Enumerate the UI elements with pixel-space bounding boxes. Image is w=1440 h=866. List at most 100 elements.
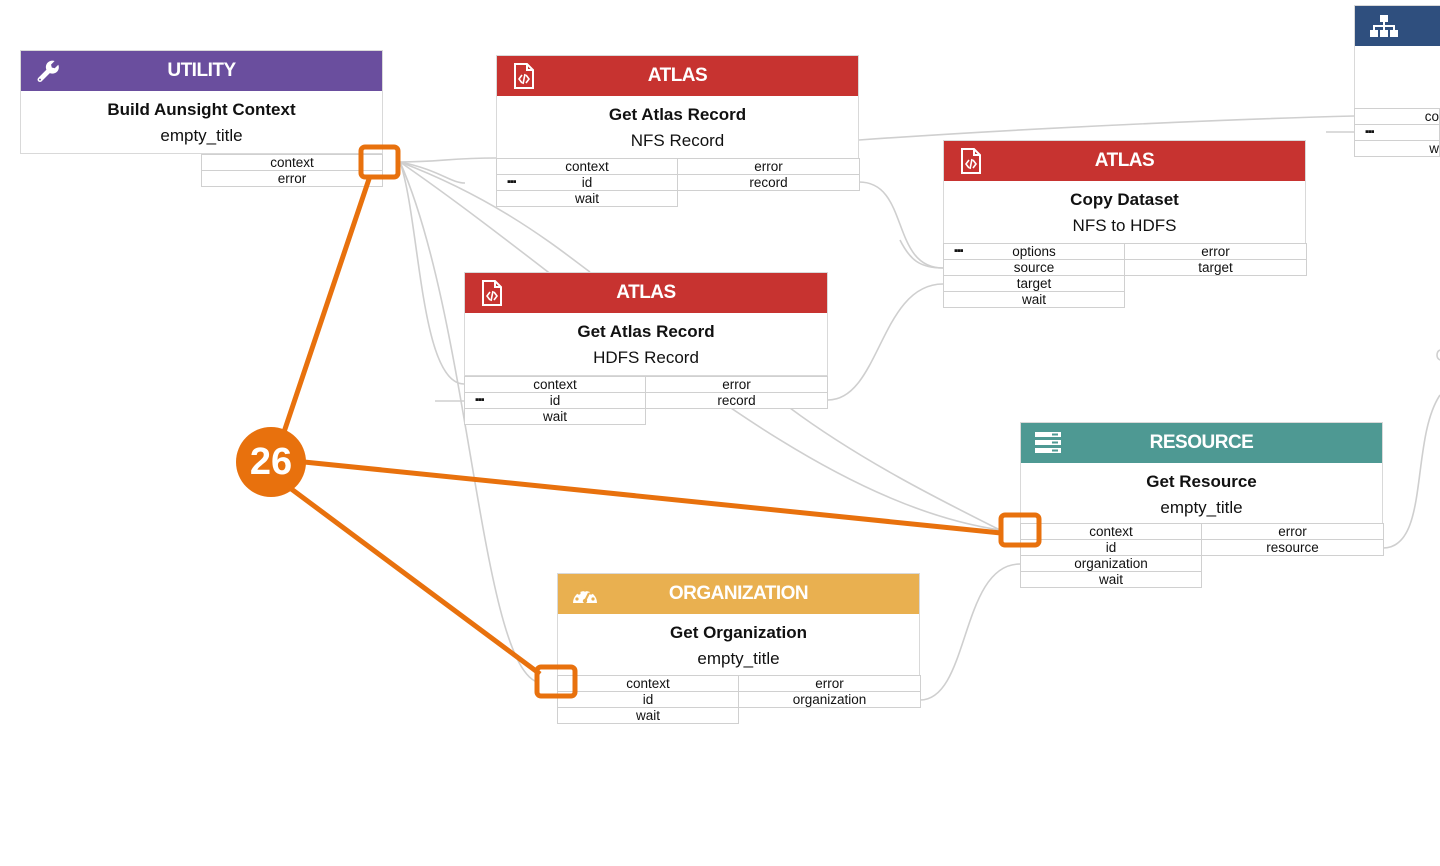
output-port-resource[interactable]: resource <box>1202 540 1384 556</box>
server-icon <box>1033 429 1063 457</box>
sitemap-icon <box>1369 12 1399 40</box>
wire-context-to-atlas-nfs-id <box>399 161 466 184</box>
wire-hdfs-record-to-copy-target <box>827 283 944 401</box>
node-header: RESOURCE <box>1021 423 1382 463</box>
node-atlas-hdfs-record[interactable]: ATLAS Get Atlas Record HDFS Record <box>464 272 828 376</box>
output-port-record[interactable]: record <box>646 393 828 409</box>
node-body: Get Atlas Record HDFS Record <box>465 313 827 377</box>
node-body: Get Resource empty_title <box>1021 463 1382 527</box>
input-port-id[interactable]: ▪▪▪id <box>496 175 677 191</box>
more-options-icon[interactable]: ▪▪▪ <box>954 245 964 257</box>
code-document-icon <box>956 147 986 175</box>
input-ports: context ▪▪▪id wait <box>496 158 678 207</box>
node-title: Get Organization <box>670 623 807 642</box>
input-port-partial-w[interactable]: w <box>1354 141 1440 157</box>
input-port-wait[interactable]: wait <box>496 191 677 207</box>
output-port-error[interactable]: error <box>678 158 860 175</box>
node-header <box>1355 6 1440 46</box>
input-port-id[interactable]: id <box>557 692 738 708</box>
node-category: ATLAS <box>1094 150 1155 171</box>
node-resource[interactable]: RESOURCE Get Resource empty_title <box>1020 422 1383 526</box>
input-port-id[interactable]: id <box>1020 540 1201 556</box>
wrench-icon <box>33 57 63 85</box>
input-port-source[interactable]: source <box>943 260 1124 276</box>
output-port-context[interactable]: context <box>201 154 383 171</box>
output-port-target[interactable]: target <box>1125 260 1307 276</box>
output-ports: context error <box>201 154 383 187</box>
wire-context-to-atlas-hdfs-context <box>399 161 465 385</box>
node-header: UTILITY <box>21 51 382 91</box>
input-port-options[interactable]: ▪▪▪ options <box>943 243 1124 260</box>
input-port-wait[interactable]: wait <box>943 292 1124 308</box>
input-port-wait[interactable]: wait <box>557 708 738 724</box>
wire-atlas-hdfs-to-resource <box>789 407 1001 531</box>
port-label: id <box>549 393 561 408</box>
node-utility[interactable]: UTILITY Build Aunsight Context empty_tit… <box>20 50 383 154</box>
node-category: ATLAS <box>616 282 676 303</box>
node-organization[interactable]: ORGANIZATION Get Organization empty_titl… <box>557 573 920 677</box>
input-ports: co ▪▪▪ w <box>1354 108 1440 157</box>
wire-org-to-resource <box>919 563 1021 701</box>
input-ports: context id organization wait <box>1020 523 1202 588</box>
output-port-error[interactable]: error <box>1202 523 1384 540</box>
wire-nfs-to-partial <box>858 115 1355 141</box>
callout-number-badge: 26 <box>236 427 306 497</box>
dashboard-gauge-icon <box>570 580 600 608</box>
input-ports: context id wait <box>557 675 739 724</box>
output-port-error[interactable]: error <box>201 171 383 187</box>
input-port-context[interactable]: context <box>1020 523 1201 540</box>
ports-utility: context error <box>201 154 383 187</box>
input-port-wait[interactable]: wait <box>464 409 645 425</box>
node-partial-right[interactable] <box>1354 5 1440 109</box>
node-category: UTILITY <box>167 60 236 81</box>
node-atlas-nfs-record[interactable]: ATLAS Get Atlas Record NFS Record <box>496 55 859 159</box>
node-subtitle: empty_title <box>1160 498 1243 517</box>
port-label: options <box>1012 244 1056 259</box>
input-ports: ▪▪▪ options source target wait <box>943 243 1125 308</box>
output-ports: error organization <box>739 675 921 708</box>
output-ports: error resource <box>1202 523 1384 556</box>
node-category: ORGANIZATION <box>668 583 809 604</box>
input-port-id[interactable]: ▪▪▪ id <box>464 393 645 409</box>
input-port-organization[interactable]: organization <box>1020 556 1201 572</box>
output-port-organization[interactable]: organization <box>739 692 921 708</box>
output-port-error[interactable]: error <box>646 376 828 393</box>
wire-resource-to-right <box>1382 394 1440 549</box>
more-options-icon[interactable]: ▪▪▪ <box>507 176 517 188</box>
node-header: ORGANIZATION <box>558 574 919 614</box>
ports-atlas-hdfs: context ▪▪▪ id wait error record <box>464 376 828 425</box>
input-port-context[interactable]: context <box>557 675 738 692</box>
output-port-error[interactable]: error <box>739 675 921 692</box>
node-title: Get Resource <box>1146 472 1257 491</box>
node-title: Build Aunsight Context <box>107 100 296 119</box>
node-subtitle: empty_title <box>697 649 780 668</box>
ports-organization: context id wait error organization <box>557 675 921 724</box>
node-category: ATLAS <box>647 65 708 86</box>
input-port-partial[interactable]: co <box>1354 108 1440 125</box>
input-port-target[interactable]: target <box>943 276 1124 292</box>
input-port-wait[interactable]: wait <box>1020 572 1201 588</box>
input-port-context[interactable]: context <box>496 158 677 175</box>
ports-resource: context id organization wait error resou… <box>1020 523 1384 588</box>
node-subtitle: NFS to HDFS <box>1072 216 1177 235</box>
wire-nfs-record-to-copy-source <box>858 181 944 269</box>
output-port-record[interactable]: record <box>678 175 860 191</box>
more-options-icon[interactable]: ▪▪▪ <box>475 394 485 406</box>
input-port-partial-dots[interactable]: ▪▪▪ <box>1354 125 1440 141</box>
node-subtitle: NFS Record <box>630 131 725 150</box>
node-subtitle: empty_title <box>160 126 243 145</box>
code-document-icon <box>509 62 539 90</box>
wire-nfs-error-to-copy <box>899 239 944 269</box>
node-title: Get Atlas Record <box>608 105 747 124</box>
output-port-error[interactable]: error <box>1125 243 1307 260</box>
code-document-icon <box>477 279 507 307</box>
node-body: Get Organization empty_title <box>558 614 919 678</box>
more-options-icon[interactable]: ▪▪▪ <box>1365 126 1375 138</box>
wire-right-edge-fragment <box>1436 349 1440 361</box>
node-body: Build Aunsight Context empty_title <box>21 91 382 155</box>
ports-partial-right: co ▪▪▪ w <box>1354 108 1440 157</box>
wire-context-to-atlas-hdfs <box>399 161 591 273</box>
node-body: Copy Dataset NFS to HDFS <box>944 181 1305 245</box>
input-port-context[interactable]: context <box>464 376 645 393</box>
node-atlas-copy-dataset[interactable]: ATLAS Copy Dataset NFS to HDFS <box>943 140 1306 244</box>
